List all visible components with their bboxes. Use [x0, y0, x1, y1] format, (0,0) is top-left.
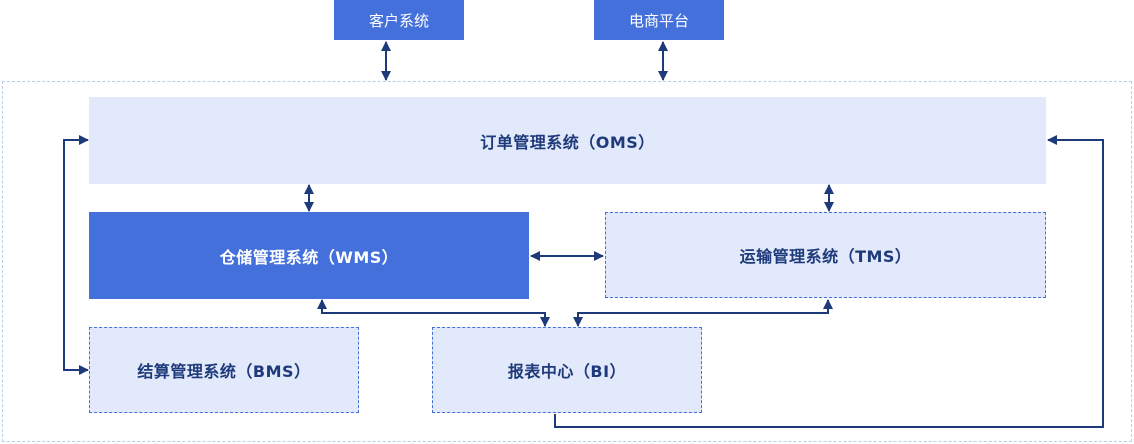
- bi-node: 报表中心（BI）: [432, 327, 702, 413]
- tms-bi-arrow: [573, 299, 833, 327]
- bi-label: 报表中心（BI）: [507, 362, 627, 381]
- tms-node: 运输管理系统（TMS）: [605, 212, 1046, 298]
- bms-label: 结算管理系统（BMS）: [137, 362, 311, 381]
- wms-bi-arrow: [317, 299, 550, 327]
- wms-label: 仓储管理系统（WMS）: [219, 247, 399, 267]
- bi-oms-feedback-arrow: [554, 135, 1104, 428]
- oms-node: 订单管理系统（OMS）: [89, 97, 1046, 184]
- wms-node: 仓储管理系统（WMS）: [89, 212, 529, 299]
- customer-system-node: 客户系统: [334, 0, 464, 40]
- platform-boundary: [2, 81, 1132, 442]
- bms-node: 结算管理系统（BMS）: [89, 327, 359, 413]
- tms-label: 运输管理系统（TMS）: [739, 247, 912, 266]
- customer-system-label: 客户系统: [368, 11, 429, 30]
- ecommerce-platform-label: 电商平台: [628, 11, 689, 30]
- oms-label: 订单管理系统（OMS）: [480, 132, 655, 152]
- ecommerce-platform-node: 电商平台: [594, 0, 724, 40]
- oms-bms-arrow: [63, 135, 89, 375]
